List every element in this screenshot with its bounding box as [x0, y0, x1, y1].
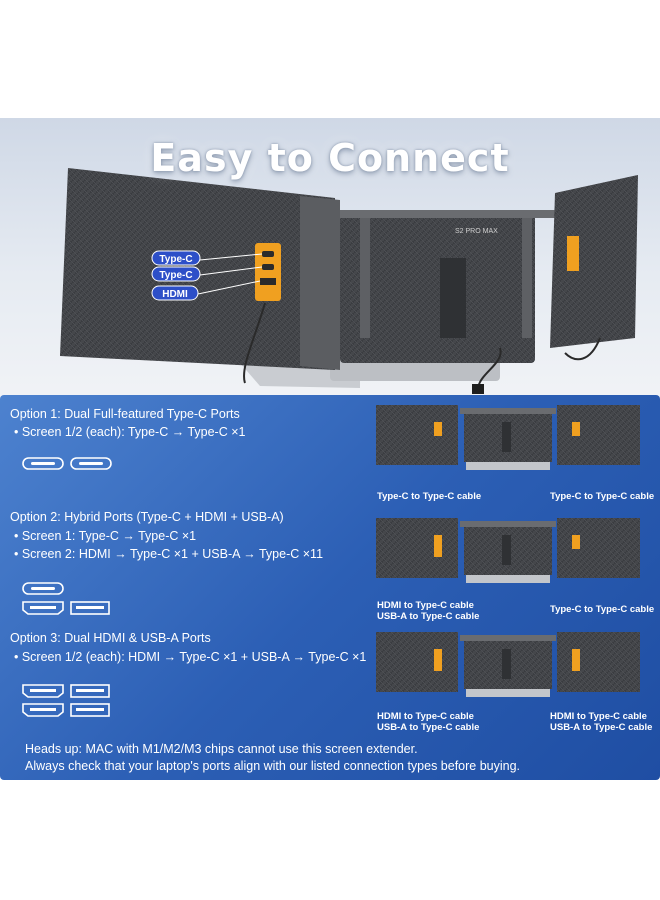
option-2-bullet: • Screen 1: Type-C → Type-C ×1 [14, 529, 197, 543]
option-3-caption-right: USB-A to Type-C cable [550, 722, 653, 733]
compatibility-note: Always check that your laptop's ports al… [25, 759, 521, 773]
hdmi-port-icon [22, 684, 64, 698]
option-2-bullet: • Screen 2: HDMI → Type-C ×1 + USB-A → T… [14, 547, 324, 561]
option-1-port-icons [22, 457, 112, 470]
hero-banner: Type-C Type-C HDMI S2 PRO MAX Easy to Co… [0, 118, 660, 403]
option-3-title: Option 3: Dual HDMI & USB-A Ports [10, 631, 211, 645]
hdmi-port-icon [22, 601, 64, 615]
option-3-caption-left: HDMI to Type-C cable [377, 711, 474, 722]
hero-port-label: Type-C [159, 270, 192, 281]
usb-c-port-icon [22, 582, 64, 595]
option-2-caption-left: HDMI to Type-C cable [377, 600, 474, 611]
connection-options-panel: Option 1: Dual Full-featured Type-C Port… [0, 395, 660, 780]
option-2-thumbnail [376, 518, 640, 583]
hero-port-label: HDMI [162, 289, 188, 300]
right-screen [550, 175, 638, 348]
option-3-port-icons [22, 684, 110, 717]
option-3-caption-right: HDMI to Type-C cable [550, 711, 647, 722]
option-3-thumbnail [376, 632, 640, 697]
option-2-caption-right: Type-C to Type-C cable [550, 604, 655, 615]
option-3-caption-left: USB-A to Type-C cable [377, 722, 480, 733]
usb-c-port-icon [22, 457, 64, 470]
usb-c-port-icon [70, 457, 112, 470]
option-3-bullet: • Screen 1/2 (each): HDMI → Type-C ×1 + … [14, 650, 367, 664]
compatibility-note: Heads up: MAC with M1/M2/M3 chips cannot… [25, 742, 418, 756]
option-1-bullet: • Screen 1/2 (each): Type-C → Type-C ×1 [14, 425, 246, 439]
usb-a-port-icon [70, 703, 110, 717]
option-2-port-icons [22, 582, 110, 615]
hero-product-image: Type-C Type-C HDMI S2 PRO MAX [60, 168, 638, 394]
hero-port-label: Type-C [159, 254, 192, 265]
option-2-caption-left: USB-A to Type-C cable [377, 611, 480, 622]
option-1-caption-left: Type-C to Type-C cable [377, 491, 482, 502]
usb-a-port-icon [70, 601, 110, 615]
usb-a-port-icon [70, 684, 110, 698]
option-1-thumbnail [376, 405, 640, 470]
hdmi-port-icon [22, 703, 64, 717]
option-1-title: Option 1: Dual Full-featured Type-C Port… [10, 407, 240, 421]
model-label: S2 PRO MAX [455, 228, 498, 235]
option-1-caption-right: Type-C to Type-C cable [550, 491, 655, 502]
center-screen [340, 213, 535, 363]
option-2-title: Option 2: Hybrid Ports (Type-C + HDMI + … [10, 510, 284, 524]
headline: Easy to Connect [150, 136, 510, 180]
